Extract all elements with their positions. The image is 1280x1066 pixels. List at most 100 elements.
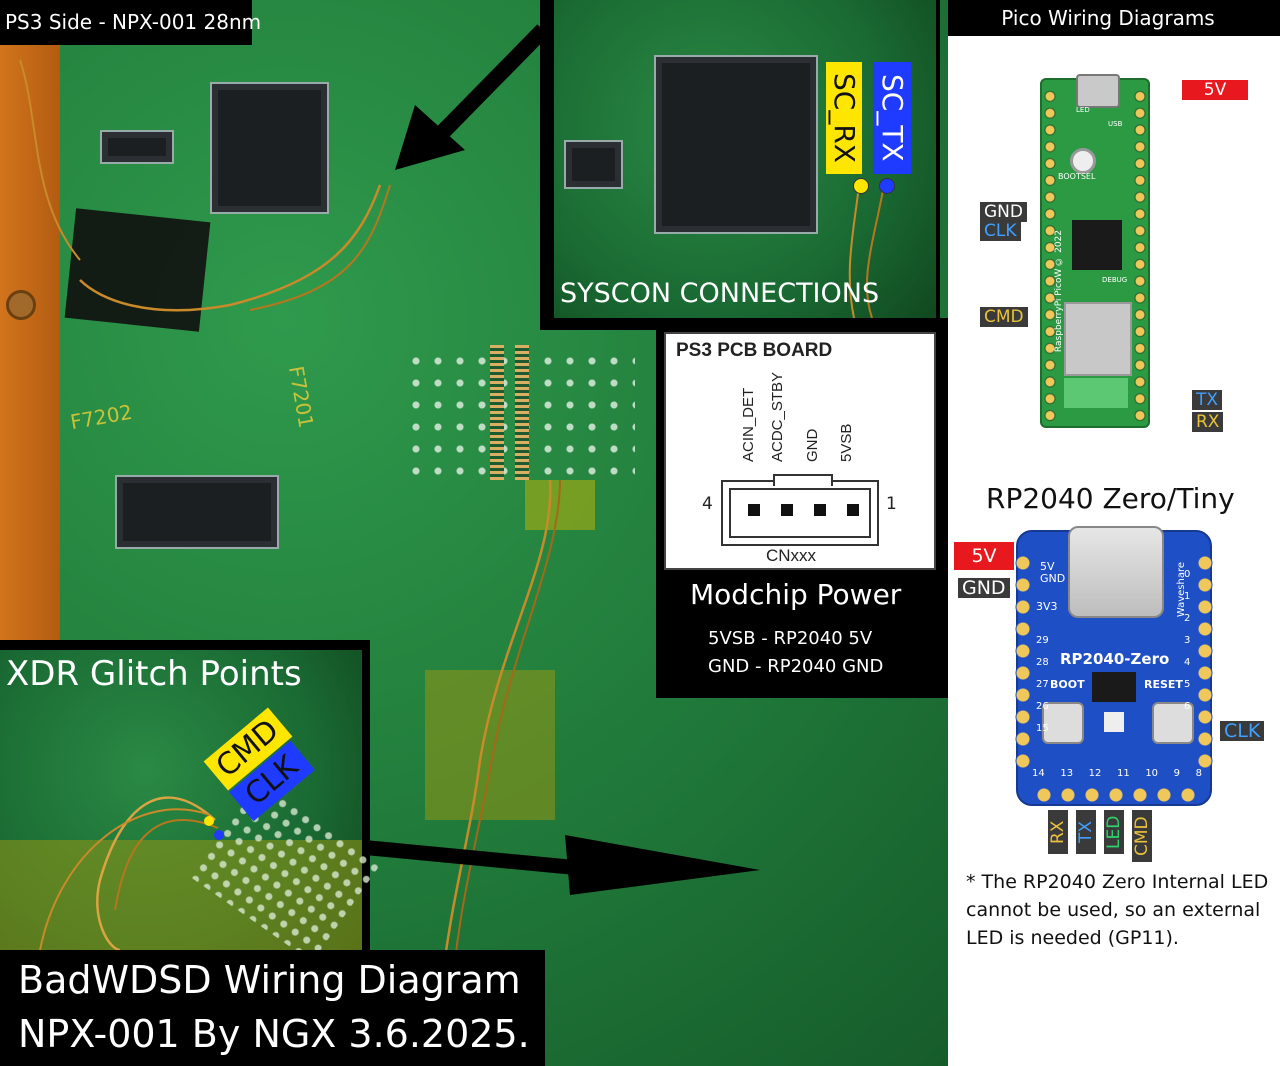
- pico-silk-bootsel: BOOTSEL: [1058, 172, 1096, 181]
- connector-pin-2: [814, 504, 826, 516]
- sc-rx-dot: [853, 178, 869, 194]
- lower-chip-photo: [115, 475, 279, 549]
- syscon-inset: SC_RX SC_TX SYSCON CONNECTIONS: [540, 0, 940, 330]
- zero-pin-label: 13: [1060, 768, 1074, 779]
- cmd-dot: [204, 816, 214, 826]
- pico-cmd-tag: CMD: [980, 307, 1028, 327]
- pico-silk-led: LED: [1076, 106, 1090, 114]
- pico-header-bar: [948, 0, 1280, 36]
- power-diagram: PS3 PCB BOARD ACIN_DET ACDC_STBY GND 5VS…: [664, 332, 936, 570]
- power-panel: PS3 PCB BOARD ACIN_DET ACDC_STBY GND 5VS…: [656, 318, 948, 698]
- xdr-inset: CMD CLK XDR Glitch Points: [0, 640, 381, 963]
- pin-label-acdc-stby: ACDC_STBY: [769, 371, 786, 462]
- zero-title: RP2040 Zero/Tiny: [986, 482, 1235, 515]
- zero-led-tag: LED: [1104, 810, 1124, 854]
- syscon-wire-main: [79, 184, 382, 312]
- zero-pins-bottom: [1032, 786, 1200, 804]
- power-note-1: 5VSB - RP2040 5V: [708, 628, 873, 649]
- zero-pin-label: 1: [1184, 591, 1191, 602]
- pico-5v-tag: 5V: [1182, 80, 1248, 100]
- small-chip-photo: [100, 130, 174, 164]
- pico-gnd-tag: GND: [980, 202, 1027, 222]
- zero-pins-right: [1196, 552, 1214, 772]
- board-edge: [0, 40, 60, 640]
- zero-pin-label: 6: [1184, 701, 1191, 712]
- xdr-inset-photo: [0, 650, 381, 963]
- syscon-title: SYSCON CONNECTIONS: [560, 278, 880, 309]
- pico-rx-tag: RX: [1192, 412, 1224, 432]
- zero-silk-5v: 5V: [1040, 560, 1055, 573]
- power-title: Modchip Power: [690, 578, 902, 611]
- pico-board: BOOTSEL LED USB DEBUG RaspberryPi PicoW …: [1040, 74, 1150, 428]
- zero-rx-tag: RX: [1048, 810, 1068, 854]
- connector-name: CNxxx: [766, 546, 817, 565]
- clk-dot: [214, 830, 224, 840]
- xdr-wires: [39, 796, 219, 950]
- long-wire-1: [438, 479, 552, 1001]
- connector-inner: [729, 488, 871, 538]
- zero-pin-label: 27: [1036, 679, 1049, 690]
- zero-left-pin-labels: 29 28 27 26 15: [1036, 630, 1056, 740]
- zero-note-line-3: LED is needed (GP11).: [966, 927, 1179, 949]
- sc-tx-dot: [879, 178, 895, 194]
- zero-note-line-2: cannot be used, so an external: [966, 899, 1261, 921]
- zero-pin-label: 11: [1116, 768, 1130, 779]
- syscon-chip-zoom: [654, 55, 818, 234]
- zero-5v-tag: 5V: [954, 542, 1014, 570]
- pico-pins-right: [1134, 88, 1146, 424]
- zero-usbc-port: [1068, 526, 1164, 618]
- zero-pin-label: 14: [1032, 768, 1045, 779]
- zero-pin-label: 0: [1184, 569, 1191, 580]
- zero-bottom-pin-labels: 14 13 12 11 10 9 8: [1032, 768, 1202, 779]
- xdr-title: XDR Glitch Points: [6, 654, 302, 694]
- pico-usb-port: [1076, 74, 1120, 108]
- zero-pin-label: 28: [1036, 657, 1049, 668]
- pico-silk-debug: DEBUG: [1102, 276, 1128, 284]
- zero-chip: [1092, 672, 1136, 702]
- pico-silk-usb: USB: [1108, 120, 1123, 128]
- power-diagram-title: PS3 PCB BOARD: [676, 340, 833, 361]
- zero-cmd-tag: CMD: [1132, 810, 1152, 862]
- zero-pin-label: 15: [1036, 723, 1049, 734]
- zero-pin-label: 5: [1184, 679, 1191, 690]
- pico-panel: Pico Wiring Diagrams BOOTSEL LED USB DEB…: [948, 0, 1280, 1066]
- pico-header: Pico Wiring Diagrams: [1001, 6, 1215, 30]
- upper-left-wire: [19, 59, 81, 261]
- pin-label-gnd: GND: [804, 428, 821, 462]
- zero-reset-button: [1152, 702, 1194, 744]
- zero-pin-label: 10: [1145, 768, 1159, 779]
- zero-clk-tag: CLK: [1220, 721, 1265, 741]
- zero-boot-button: [1042, 702, 1084, 744]
- pico-silk-vertical: RaspberryPi PicoW © 2022: [1054, 230, 1064, 353]
- zero-gnd-tag: GND: [958, 578, 1010, 598]
- xdr-connector-strip: [490, 345, 504, 480]
- kapton-tape-2: [425, 670, 555, 820]
- zero-silk-boot: BOOT: [1050, 678, 1085, 691]
- pin-number-right: 1: [886, 494, 897, 514]
- zero-pin-label: 9: [1173, 768, 1181, 779]
- pico-bootsel-button: [1070, 148, 1096, 174]
- power-note-2: GND - RP2040 GND: [708, 656, 884, 677]
- connector-notch: [773, 474, 833, 486]
- pico-pins-left: [1044, 88, 1056, 424]
- pin-label-acin-det: ACIN_DET: [740, 387, 757, 462]
- main-title-box: BadWDSD Wiring Diagram NPX-001 By NGX 3.…: [0, 950, 545, 1066]
- zero-rgb-led: [1104, 712, 1124, 732]
- main-title-line1: BadWDSD Wiring Diagram: [18, 958, 521, 1002]
- long-wire-2: [449, 479, 561, 1021]
- syscon-chip-photo: [210, 82, 329, 214]
- zero-pin-label: 29: [1036, 635, 1049, 646]
- zero-pin-label: 3: [1184, 635, 1191, 646]
- wire-overlay: [19, 59, 561, 1021]
- zero-note-line-1: * The RP2040 Zero Internal LED: [966, 871, 1269, 893]
- connector-pin-1: [847, 504, 859, 516]
- zero-silk-gnd: GND: [1040, 572, 1066, 585]
- connector-pin-4: [748, 504, 760, 516]
- main-title-line2: NPX-001 By NGX 3.6.2025.: [18, 1012, 530, 1056]
- zero-tx-tag: TX: [1076, 810, 1096, 854]
- connector-pin-3: [781, 504, 793, 516]
- sc-tx-label: SC_TX: [873, 62, 911, 174]
- pico-clk-tag: CLK: [980, 221, 1021, 241]
- pico-wifi-module: [1064, 302, 1132, 376]
